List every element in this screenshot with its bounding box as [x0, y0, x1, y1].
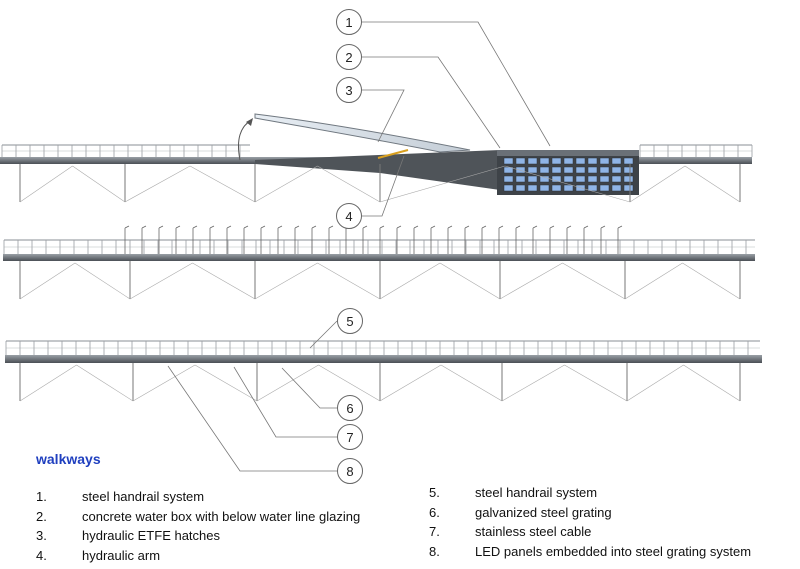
walkway-2 — [3, 225, 755, 300]
callout-7-label: 7 — [346, 430, 353, 445]
callout-3: 3 — [336, 77, 362, 103]
legend-item: 3.hydraulic ETFE hatches — [36, 528, 221, 543]
walkway-2-lamps — [124, 225, 623, 254]
etfe-hatch — [254, 113, 471, 153]
callout-2-label: 2 — [345, 50, 352, 65]
walkway-2-truss — [19, 261, 741, 300]
callout-4-label: 4 — [345, 209, 352, 224]
walkway-3 — [5, 340, 762, 402]
leader-8 — [167, 365, 337, 472]
callouts: 1 2 3 4 5 6 7 8 — [336, 9, 363, 484]
legend-item: 6.galvanized steel grating — [429, 504, 612, 520]
walkway-1-ramp — [255, 150, 500, 190]
legend-item: 4.hydraulic arm — [36, 547, 161, 563]
walkway-2-deck — [3, 254, 755, 261]
callout-2: 2 — [336, 44, 362, 70]
leader-3 — [362, 89, 405, 143]
callout-3-label: 3 — [345, 83, 352, 98]
callout-7: 7 — [337, 424, 363, 450]
legend-item: 5.steel handrail system — [429, 485, 598, 500]
walkway-3-handrail — [5, 340, 760, 355]
leader-6 — [281, 367, 337, 409]
walkway-1-truss — [19, 164, 741, 203]
callout-6-label: 6 — [346, 401, 353, 416]
callout-1: 1 — [336, 9, 362, 35]
leader-5 — [309, 320, 338, 349]
walkway-2-handrail — [3, 239, 755, 254]
leader-lines — [167, 21, 551, 472]
arrow-head — [246, 118, 253, 126]
hatch-rotation-arrow — [238, 119, 253, 161]
legend-right: 5.steel handrail system 6.galvanized ste… — [429, 483, 751, 561]
hydraulic-arm — [377, 149, 409, 159]
walkway-1 — [0, 113, 753, 203]
callout-8-label: 8 — [346, 464, 353, 479]
callout-1-label: 1 — [345, 15, 352, 30]
callout-8: 8 — [337, 458, 363, 484]
legend-item: 8.LED panels embedded into steel grating… — [429, 543, 752, 559]
leader-4 — [362, 155, 405, 217]
legend-item: 7.stainless steel cable — [429, 524, 592, 539]
callout-5: 5 — [337, 308, 363, 334]
leader-1 — [362, 21, 551, 147]
water-box — [497, 150, 639, 195]
callout-4: 4 — [336, 203, 362, 229]
legend-left: 1.steel handrail system 2.concrete water… — [36, 487, 360, 565]
leader-7 — [233, 366, 337, 438]
leader-2 — [362, 56, 501, 149]
callout-5-label: 5 — [346, 314, 353, 329]
diagram-title: walkways — [36, 451, 101, 467]
walkway-3-deck — [5, 355, 762, 363]
legend-item: 2.concrete water box with below water li… — [36, 508, 361, 524]
walkway-1-handrail — [1, 144, 753, 157]
walkway-3-truss — [19, 363, 741, 402]
callout-6: 6 — [337, 395, 363, 421]
legend-item: 1.steel handrail system — [36, 489, 205, 504]
